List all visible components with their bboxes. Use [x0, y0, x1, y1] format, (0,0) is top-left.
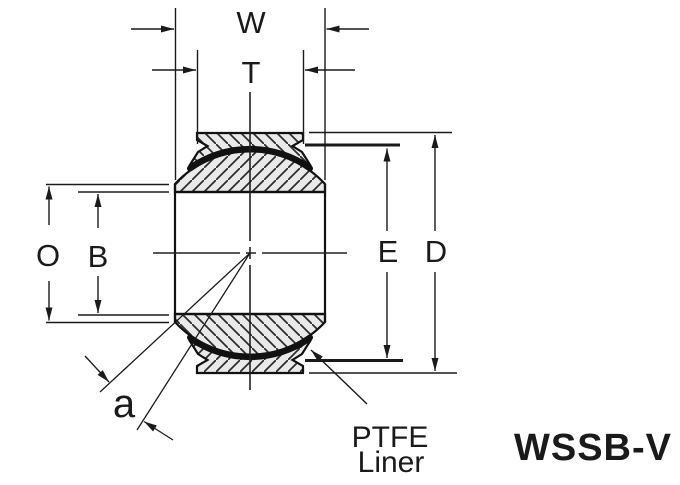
angle-line-lower [136, 252, 251, 431]
angle-a-construction [84, 252, 251, 441]
label-e: E [378, 234, 399, 269]
dim-w [131, 8, 369, 180]
dim-o [45, 183, 169, 324]
label-o: O [36, 238, 60, 273]
label-angle-a: a [113, 382, 136, 426]
label-ptfe: PTFE [352, 421, 429, 454]
label-d: D [425, 234, 447, 269]
label-liner: Liner [358, 446, 425, 479]
angle-line-upper [99, 252, 251, 393]
ptfe-liner-leader-arrow [310, 349, 368, 405]
label-t: T [242, 55, 261, 90]
product-code: WSSB-V [514, 427, 672, 469]
label-w: W [236, 5, 266, 40]
label-b: B [88, 239, 109, 274]
angle-arrow-upper [84, 355, 110, 383]
dim-b [78, 191, 169, 316]
angle-arrow-lower [143, 420, 174, 441]
dim-t [152, 50, 355, 144]
dim-d [309, 131, 457, 374]
